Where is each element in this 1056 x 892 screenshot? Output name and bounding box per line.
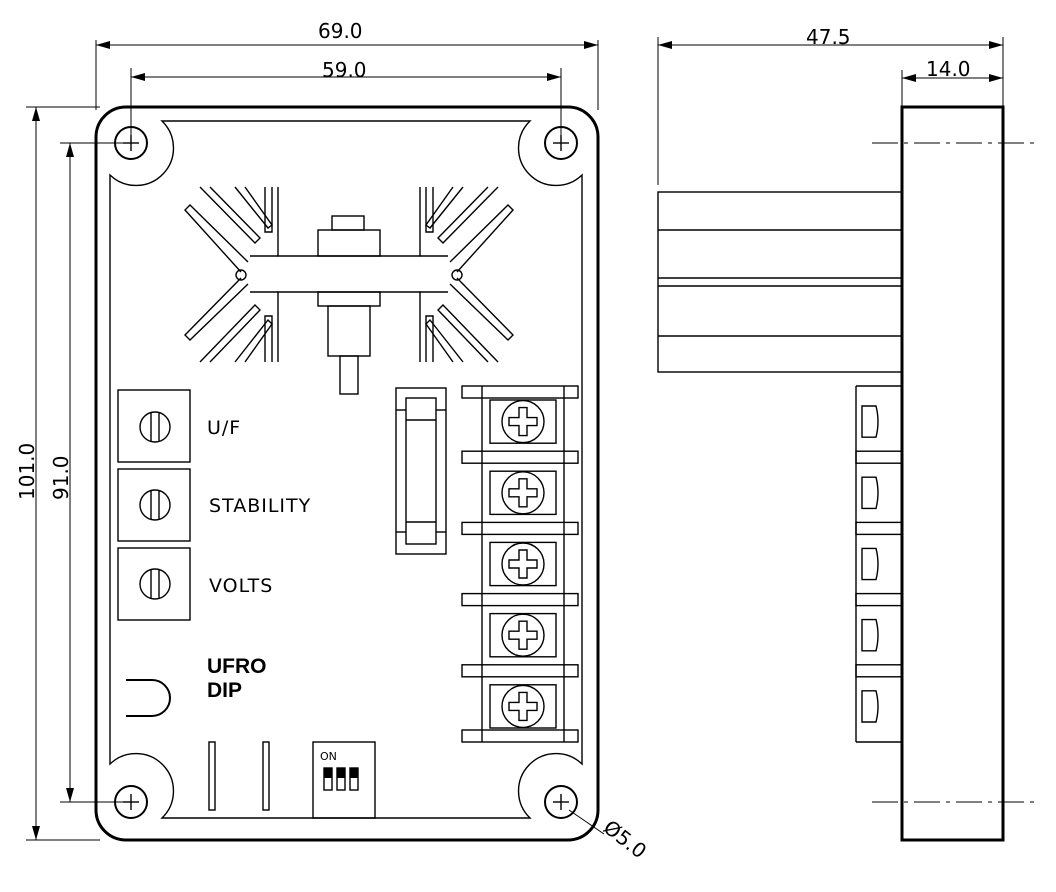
terminal-separator (461, 521, 579, 536)
connector-pin-left (208, 741, 216, 811)
dim-hole-spacing-width: 59.0 (322, 58, 367, 82)
side-body (900, 105, 1005, 842)
side-terminal-tooth (861, 690, 879, 723)
board-outline (94, 105, 600, 842)
terminal-screw[interactable] (489, 541, 557, 587)
side-terminals (855, 385, 903, 743)
potentiometer-stability[interactable] (117, 468, 191, 542)
potentiometer-uf[interactable] (117, 389, 191, 463)
terminal-separator (461, 664, 579, 678)
heatsink (184, 186, 514, 363)
potentiometer-screw-icon (139, 489, 171, 521)
dim-overall-width: 69.0 (318, 19, 363, 43)
terminal-screw[interactable] (489, 684, 557, 729)
dim-hole-diameter: Ø5.0 (599, 815, 651, 863)
power-transistor (317, 215, 381, 395)
side-terminal-tooth (861, 476, 879, 510)
terminal-separator (461, 450, 579, 464)
cross-screw-icon (508, 549, 538, 579)
side-view: 47.5 14.0 (657, 25, 1034, 842)
side-terminal-tooth (861, 547, 879, 581)
label-uf: U/F (207, 417, 241, 439)
dip-switch[interactable]: ON (312, 741, 376, 819)
dip-switch-on-label: ON (320, 750, 337, 763)
connector-pin-right (262, 741, 270, 811)
board-inner-outline (109, 120, 583, 819)
terminal-separator (461, 592, 579, 607)
terminal-end-cap (461, 385, 579, 399)
dim-side-depth: 47.5 (806, 25, 851, 49)
dimension-lines: 69.0 59.0 101.0 91.0 Ø5.0 (15, 19, 651, 863)
terminal-screw[interactable] (489, 470, 557, 516)
cross-screw-icon (508, 691, 538, 722)
dim-side-thickness: 14.0 (926, 57, 971, 81)
cross-screw-icon (508, 620, 538, 650)
fuse-holder (395, 387, 447, 555)
dim-overall-height: 101.0 (15, 443, 39, 500)
front-view: U/F STABILITY VOLTS UFRO DIP (94, 105, 600, 842)
mounting-hole-bottom-right (544, 785, 578, 819)
potentiometer-volts[interactable] (117, 547, 191, 621)
terminal-block (461, 385, 579, 743)
label-volts: VOLTS (209, 575, 273, 597)
terminal-screw[interactable] (489, 612, 557, 658)
side-terminal-tooth (861, 618, 879, 652)
label-dip: DIP (207, 679, 242, 702)
side-terminal-tooth (861, 405, 879, 438)
terminal-end-cap (461, 729, 579, 743)
potentiometer-screw-icon (139, 568, 171, 600)
side-heatsink (657, 191, 903, 373)
label-ufro: UFRO (207, 655, 267, 678)
ufro-jumper (126, 679, 171, 717)
cross-screw-icon (508, 478, 538, 508)
terminal-screw[interactable] (489, 399, 557, 444)
label-stability: STABILITY (209, 495, 311, 517)
cross-screw-icon (508, 406, 538, 437)
dim-hole-spacing-height: 91.0 (49, 455, 73, 500)
potentiometer-screw-icon (139, 411, 171, 443)
